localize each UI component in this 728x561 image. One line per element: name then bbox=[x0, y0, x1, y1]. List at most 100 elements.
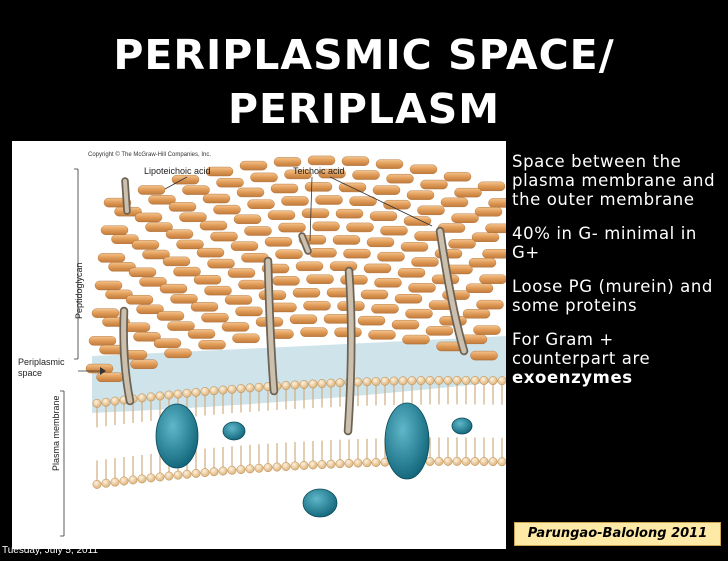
peptidoglycan-unit bbox=[411, 257, 439, 267]
peptidoglycan-unit bbox=[352, 170, 380, 180]
peptidoglycan-unit bbox=[357, 315, 386, 326]
lipid-head bbox=[209, 386, 219, 396]
lipid-head bbox=[209, 467, 219, 477]
label-lipoteichoic-acid: Lipoteichoic acid bbox=[144, 166, 211, 176]
peptidoglycan-unit bbox=[233, 214, 262, 224]
lipid-head bbox=[92, 398, 102, 408]
peptidoglycan-unit bbox=[170, 294, 198, 304]
slide-title: PERIPLASMIC SPACE/ PERIPLASM bbox=[0, 28, 728, 136]
lipid-head bbox=[272, 462, 282, 472]
lipid-head bbox=[488, 376, 498, 386]
peptidoglycan-unit bbox=[349, 196, 377, 206]
peptidoglycan-unit bbox=[440, 197, 469, 208]
peptidoglycan-unit bbox=[400, 242, 429, 252]
peptidoglycan-unit bbox=[304, 182, 333, 192]
peptidoglycan-unit bbox=[295, 261, 324, 271]
lipid-head bbox=[371, 458, 381, 467]
peptidoglycan-unit bbox=[232, 333, 260, 344]
peptidoglycan-unit bbox=[281, 196, 309, 206]
peptidoglycan-unit bbox=[284, 169, 312, 180]
peptidoglycan-unit bbox=[187, 329, 216, 339]
lipid-head bbox=[137, 474, 147, 484]
lipid-head bbox=[362, 458, 372, 468]
peptidoglycan-unit bbox=[198, 340, 226, 350]
bullet-4-bold-text: exoenzymes bbox=[512, 368, 633, 387]
bullet-1-text: Space between the plasma membrane and th… bbox=[512, 152, 716, 209]
bullet-3: Loose PG (murein) and some proteins bbox=[512, 277, 722, 315]
teichoic-rod bbox=[121, 308, 133, 404]
peptidoglycan-unit bbox=[332, 235, 361, 245]
peptidoglycan-unit bbox=[201, 312, 229, 323]
peptidoglycan-unit bbox=[485, 223, 506, 234]
bullet-2: 40% in G- minimal in G+ bbox=[512, 224, 722, 262]
lipid-head bbox=[182, 469, 192, 479]
lipid-head bbox=[479, 457, 489, 466]
lipid-head bbox=[443, 456, 453, 466]
peptidoglycan-unit bbox=[368, 330, 396, 340]
peptidoglycan-unit bbox=[451, 213, 479, 223]
title-line-1: PERIPLASMIC SPACE/ bbox=[113, 31, 615, 79]
peptidoglycan-unit bbox=[315, 195, 343, 205]
peptidoglycan-unit bbox=[303, 300, 331, 311]
peptidoglycan-unit bbox=[88, 336, 117, 346]
lipid-head bbox=[470, 456, 480, 466]
peptidoglycan-unit bbox=[100, 225, 129, 235]
lipid-head bbox=[173, 470, 183, 480]
peptidoglycan-unit bbox=[130, 359, 158, 369]
peptidoglycan-unit bbox=[207, 258, 235, 269]
peptidoglycan-unit bbox=[425, 326, 454, 336]
plasma-membrane-layer bbox=[92, 375, 506, 489]
peptidoglycan-unit bbox=[179, 212, 207, 222]
peptidoglycan-unit bbox=[454, 187, 482, 198]
peptidoglycan-unit bbox=[402, 334, 430, 345]
peptidoglycan-unit bbox=[190, 302, 219, 312]
lipid-head bbox=[371, 377, 381, 386]
peptidoglycan-unit bbox=[448, 239, 476, 249]
lipid-head bbox=[110, 477, 120, 487]
peptidoglycan-unit bbox=[408, 283, 436, 293]
peptidoglycan-unit bbox=[471, 232, 500, 242]
lipid-head bbox=[281, 462, 291, 471]
lipid-head bbox=[470, 375, 480, 385]
peptidoglycan-unit bbox=[301, 208, 330, 219]
peptidoglycan-unit bbox=[236, 187, 265, 198]
lipid-head bbox=[317, 460, 327, 469]
peptidoglycan-unit bbox=[196, 247, 225, 258]
lipid-head bbox=[326, 459, 336, 469]
lipid-head bbox=[461, 456, 471, 466]
peptidoglycan-unit bbox=[267, 210, 296, 220]
peptidoglycan-unit bbox=[159, 283, 188, 294]
lipid-head bbox=[416, 376, 426, 386]
peptidoglycan-unit bbox=[148, 195, 176, 205]
peptidoglycan-unit bbox=[145, 222, 173, 232]
lipid-head bbox=[344, 458, 354, 468]
lipid-head bbox=[227, 384, 237, 394]
peptidoglycan-unit bbox=[420, 179, 448, 190]
lipid-head bbox=[101, 397, 111, 407]
peptidoglycan-unit bbox=[366, 237, 395, 248]
peptidoglycan-unit bbox=[371, 304, 399, 314]
peptidoglycan-unit bbox=[479, 274, 506, 284]
label-plasma-membrane: Plasma membrane bbox=[51, 395, 61, 471]
membrane-protein bbox=[384, 402, 430, 480]
peptidoglycan-unit bbox=[374, 278, 402, 288]
lipid-head bbox=[119, 476, 129, 486]
peptidoglycan-unit bbox=[391, 319, 420, 330]
peptidoglycan-unit bbox=[403, 216, 432, 226]
teichoic-rod bbox=[265, 258, 277, 394]
peptidoglycan-unit bbox=[307, 155, 336, 166]
lipid-head bbox=[164, 390, 174, 400]
bullet-4-text: For Gram + counterpart are bbox=[512, 330, 651, 368]
peptidoglycan-unit bbox=[162, 256, 191, 267]
lipid-head bbox=[434, 456, 444, 466]
lipid-head bbox=[353, 458, 363, 468]
bullet-4: For Gram + counterpart are exoenzymes bbox=[512, 330, 722, 387]
peptidoglycan-unit bbox=[397, 268, 426, 278]
lipid-head bbox=[254, 382, 264, 392]
lipid-head bbox=[452, 375, 462, 385]
lipid-head bbox=[155, 472, 165, 482]
lipid-head bbox=[461, 375, 471, 385]
lipid-head bbox=[200, 468, 210, 478]
peptidoglycan-unit bbox=[139, 277, 167, 287]
lipid-head bbox=[497, 457, 506, 467]
